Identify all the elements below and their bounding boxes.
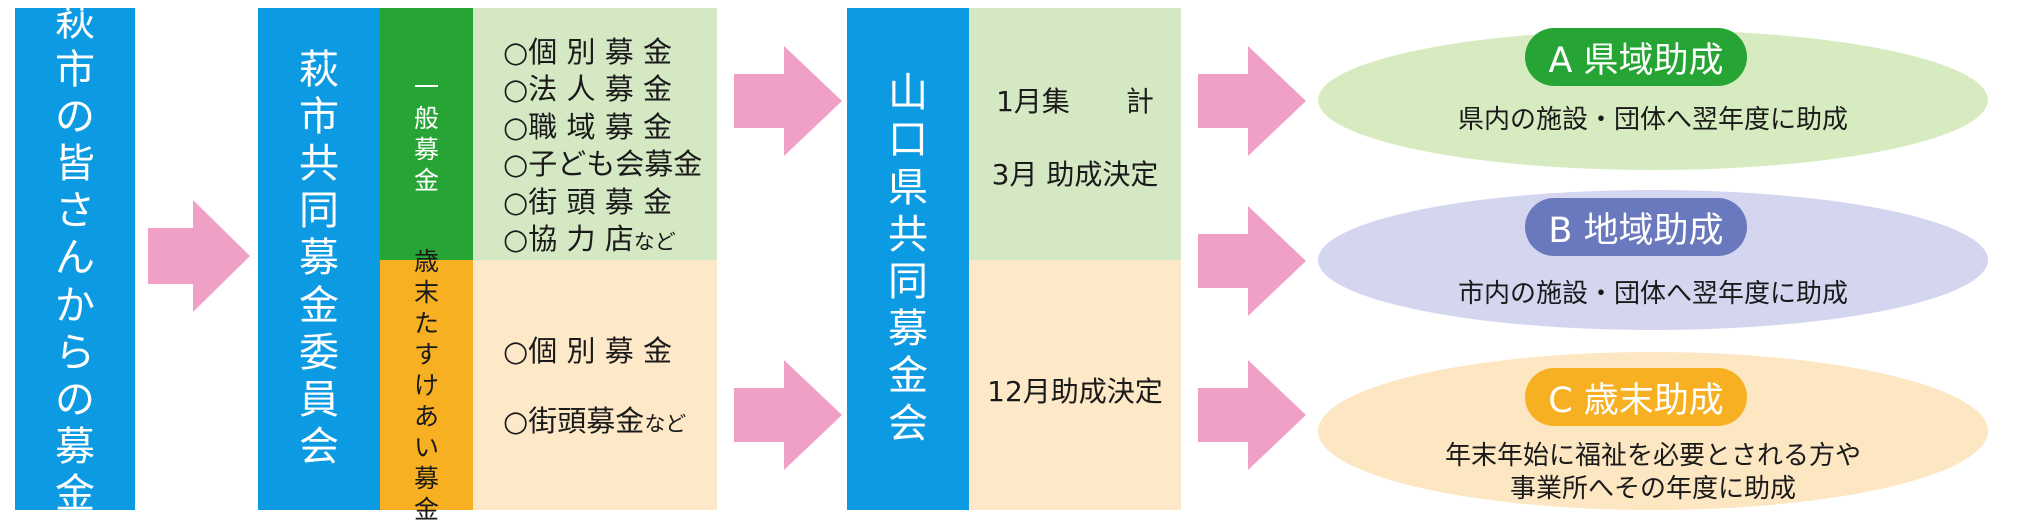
vertical-char: 金 bbox=[55, 471, 95, 518]
vertical-char: 共 bbox=[888, 211, 928, 258]
vertical-char: 萩 bbox=[299, 46, 339, 93]
outcome-a-description: 県内の施設・団体へ翌年度に助成 bbox=[1457, 105, 1848, 135]
general-donation-list: ○個 別 募 金○法 人 募 金○職 域 募 金○子ども会募金○街 頭 募 金○… bbox=[473, 8, 717, 260]
outcome-b-description: 市内の施設・団体へ翌年度に助成 bbox=[1457, 279, 1848, 309]
vertical-char: 皆 bbox=[55, 141, 95, 188]
vertical-char: 共 bbox=[299, 141, 339, 188]
vertical-char: 一 bbox=[413, 73, 439, 102]
yearend-schedule: 12月助成決定 bbox=[969, 260, 1181, 510]
vertical-char: 委 bbox=[299, 329, 339, 376]
schedule-text: 3月 助成決定 bbox=[991, 158, 1159, 191]
vertical-char: 末 bbox=[413, 277, 439, 307]
vertical-char: 市 bbox=[55, 46, 95, 93]
list-item: ○職 域 募 金 bbox=[503, 109, 672, 144]
list-item: ○街頭募金など bbox=[503, 404, 687, 438]
vertical-char: 会 bbox=[888, 400, 928, 447]
arrow-right-icon bbox=[1198, 46, 1306, 156]
vertical-char: 募 bbox=[413, 463, 439, 493]
vertical-char: 金 bbox=[413, 494, 439, 524]
vertical-char: す bbox=[413, 339, 439, 369]
list-item: ○子ども会募金 bbox=[503, 147, 703, 182]
vertical-char: い bbox=[413, 432, 439, 462]
outcome-c-line: 年末年始に福祉を必要とされる方や bbox=[1444, 441, 1861, 471]
vertical-char: 般 bbox=[413, 104, 439, 133]
vertical-char: 募 bbox=[888, 306, 928, 353]
vertical-char: 同 bbox=[299, 188, 339, 235]
general-donation-label: 一般募金 bbox=[380, 8, 473, 260]
vertical-char: 会 bbox=[299, 424, 339, 471]
vertical-char: 金 bbox=[299, 282, 339, 329]
outcome-c-line: 事業所へその年度に助成 bbox=[1509, 473, 1796, 504]
yearend-donation-label: 歳末たすけあい募金 bbox=[380, 247, 473, 524]
vertical-char: 募 bbox=[413, 135, 439, 164]
schedule-text: 12月助成決定 bbox=[987, 375, 1163, 408]
arrow-right-icon bbox=[734, 360, 842, 470]
vertical-char: た bbox=[413, 308, 439, 338]
vertical-char: 金 bbox=[413, 166, 439, 195]
vertical-char: け bbox=[413, 370, 439, 400]
vertical-char: あ bbox=[413, 401, 439, 431]
vertical-char: 市 bbox=[299, 93, 339, 140]
vertical-char: 募 bbox=[55, 424, 95, 471]
arrow-right-icon bbox=[1198, 360, 1306, 470]
vertical-char: ん bbox=[55, 235, 95, 282]
committee-column: 萩市共同募金委員会 bbox=[258, 8, 380, 510]
vertical-char: 萩 bbox=[55, 0, 95, 46]
vertical-char: 口 bbox=[888, 117, 928, 164]
vertical-char: 員 bbox=[299, 376, 339, 423]
vertical-char: の bbox=[55, 376, 95, 423]
list-item: ○個 別 募 金 bbox=[503, 35, 672, 69]
arrow-right-icon bbox=[734, 46, 842, 156]
list-item: ○個 別 募 金 bbox=[503, 334, 672, 368]
vertical-char: か bbox=[55, 282, 95, 329]
vertical-char: 県 bbox=[888, 164, 928, 211]
vertical-char: 同 bbox=[888, 259, 928, 305]
yearend-donation-list: ○個 別 募 金 ○街頭募金など bbox=[473, 260, 717, 510]
source-column: 萩市の皆さんからの募金 bbox=[15, 0, 135, 517]
schedule-text: 1月集 計 bbox=[996, 85, 1154, 118]
vertical-char: の bbox=[55, 93, 95, 140]
outcome-c-badge: C 歳末助成 bbox=[1525, 368, 1747, 426]
list-item: ○法 人 募 金 bbox=[503, 72, 672, 107]
outcome-b-badge: B 地域助成 bbox=[1525, 198, 1747, 256]
vertical-char: 歳 bbox=[413, 246, 439, 276]
outcome-c-description: 年末年始に福祉を必要とされる方や 事業所へその年度に助成 bbox=[1318, 440, 1988, 505]
vertical-char: 募 bbox=[299, 235, 339, 282]
vertical-char: 金 bbox=[888, 353, 928, 400]
list-item: ○街 頭 募 金 bbox=[503, 184, 672, 219]
general-schedule: 1月集 計 3月 助成決定 bbox=[969, 8, 1181, 260]
arrow-right-icon bbox=[148, 200, 250, 312]
prefecture-column: 山口県共同募金会 bbox=[847, 8, 969, 510]
arrow-right-icon bbox=[1198, 206, 1306, 316]
vertical-char: ら bbox=[55, 329, 95, 376]
vertical-char: さ bbox=[55, 188, 95, 235]
list-item: ○協 力 店など bbox=[503, 222, 676, 257]
vertical-char: 山 bbox=[888, 70, 928, 117]
outcome-a-badge: A 県域助成 bbox=[1525, 28, 1747, 86]
